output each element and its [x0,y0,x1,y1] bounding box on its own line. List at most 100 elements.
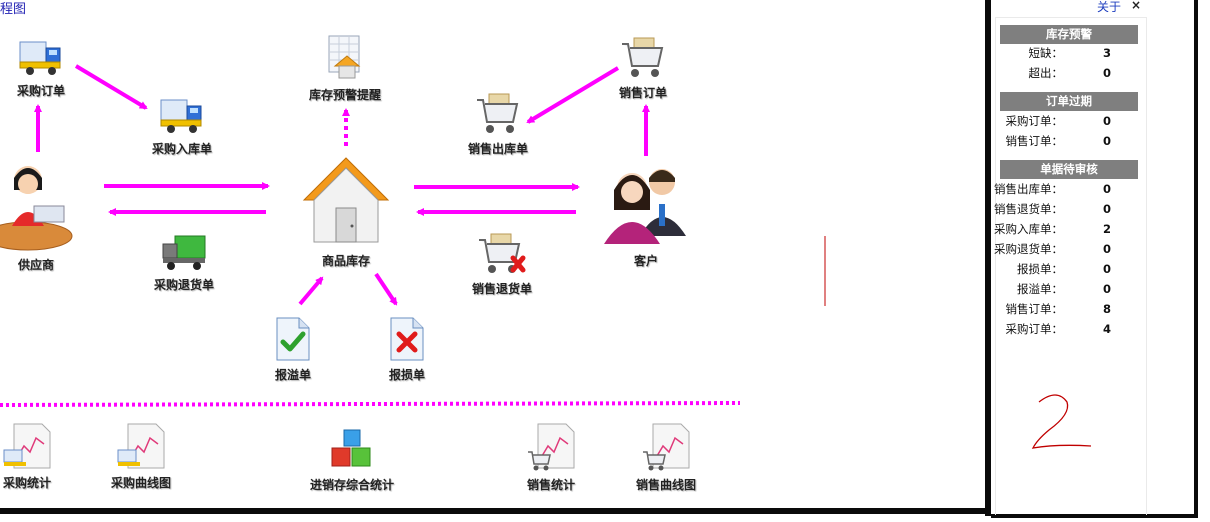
purchase-stats-node[interactable]: 采购统计 [0,422,60,491]
sales-return-node[interactable]: 销售退货单 [464,232,540,297]
green-truck-icon [162,235,206,270]
row-pending-sales-out[interactable]: 销售出库单： 0 [991,180,1181,198]
purchase-order-node[interactable]: 采购订单 [6,36,76,99]
damage-node[interactable]: 报损单 [376,316,438,383]
overflow-label: 报溢单 [274,368,311,382]
purchase-stats-label: 采购统计 [2,476,51,490]
arrow-overflow-to-warehouse [298,276,324,306]
purchase-order-label: 采购订单 [16,84,65,98]
arrow-salesorder-to-out [526,66,620,124]
row-value: 0 [1103,134,1112,148]
document-x-icon [390,317,424,361]
row-label: 采购入库单： [994,222,1063,236]
warehouse-node[interactable]: 商品库存 [296,150,396,269]
document-check-icon [276,317,310,361]
purchase-return-label: 采购退货单 [153,278,214,292]
row-pending-purchase-order[interactable]: 采购订单： 4 [991,320,1181,338]
about-link[interactable]: 关于 [1097,0,1122,14]
alert-sidebar: 关于 × 库存预警 短缺：3 超出：0 订单过期 采购订单：0 销售订单：0 单… [991,0,1194,515]
shopping-cart-icon [477,93,519,133]
stock-alert-node[interactable]: 库存预警提醒 [300,34,390,103]
close-icon[interactable]: × [1131,0,1142,12]
summary-label: 进销存综合统计 [309,478,394,492]
row-value: 0 [1103,202,1112,216]
row-label: 短缺： [1028,46,1064,60]
row-value: 4 [1103,322,1112,336]
warehouse-label: 商品库存 [321,254,370,268]
sidebar-content [995,17,1147,515]
row-value: 2 [1103,222,1112,236]
row-label: 采购退货单： [994,242,1063,256]
frame-border [1194,0,1198,518]
row-label: 销售订单： [1005,302,1064,316]
supplier-person-icon [0,166,73,251]
row-label: 销售出库单： [994,182,1063,196]
customer-people-icon [604,169,686,244]
purchase-in-node[interactable]: 采购入库单 [144,94,220,157]
sales-stats-label: 销售统计 [526,478,575,492]
row-value: 0 [1103,242,1112,256]
row-value: 3 [1103,46,1112,60]
frame-border [991,514,1198,518]
sales-order-label: 销售订单 [618,86,667,100]
overflow-node[interactable]: 报溢单 [262,316,324,383]
section-header-order-expired: 订单过期 [1000,92,1138,111]
row-value: 8 [1103,302,1112,316]
stock-alert-label: 库存预警提醒 [308,88,381,102]
sales-chart-icon [528,423,575,471]
arrow-order-to-in [74,64,148,110]
row-pending-overflow[interactable]: 报溢单： 0 [991,280,1181,298]
row-expired-sales-order: 销售订单： 0 [991,132,1181,150]
row-value: 0 [1103,262,1112,276]
house-icon [302,157,390,243]
sales-return-label: 销售退货单 [471,282,532,296]
row-expired-purchase-order: 采购订单：0 [991,112,1181,130]
arrow-warehouse-to-damage [374,272,398,306]
customer-label: 客户 [633,254,658,268]
purchase-return-node[interactable]: 采购退货单 [146,232,222,293]
cubes-icon [331,429,371,467]
truck-icon [19,41,61,75]
purchase-curve-icon [117,423,165,469]
sales-curve-node[interactable]: 销售曲线图 [628,422,704,493]
row-label: 采购订单： [1005,322,1064,336]
row-pending-purchase-return[interactable]: 采购退货单： 0 [991,240,1181,258]
row-pending-sales-order[interactable]: 销售订单： 8 [991,300,1181,318]
summary-node[interactable]: 进销存综合统计 [300,428,404,493]
row-label: 报溢单： [1017,282,1063,296]
row-label: 销售订单： [1005,134,1064,148]
panel-title: 程图 [0,2,27,17]
row-pending-sales-return[interactable]: 销售退货单： 0 [991,200,1181,218]
frame-border [0,508,991,514]
row-label: 超出： [1028,66,1064,80]
supplier-label: 供应商 [17,258,54,272]
row-label: 销售退货单： [994,202,1063,216]
supplier-node[interactable]: 供应商 [0,160,78,273]
sales-curve-label: 销售曲线图 [635,478,696,492]
customer-node[interactable]: 客户 [596,160,696,269]
row-value: 0 [1103,182,1112,196]
frame-border [985,0,991,516]
sales-order-node[interactable]: 销售订单 [610,36,676,101]
purchase-curve-label: 采购曲线图 [110,476,171,490]
row-pending-purchase-in[interactable]: 采购入库单： 2 [991,220,1181,238]
row-value: 0 [1103,66,1112,80]
row-value: 0 [1103,114,1112,128]
row-shortage: 短缺： 3 [991,44,1181,62]
spreadsheet-house-icon [328,35,361,79]
dotted-divider [0,401,741,407]
purchase-curve-node[interactable]: 采购曲线图 [104,422,178,491]
handwritten-annotation [1031,394,1092,449]
flow-arrows [0,64,826,407]
row-label: 报损单： [1017,262,1063,276]
sales-out-node[interactable]: 销售出库单 [460,92,536,157]
sales-stats-node[interactable]: 销售统计 [516,422,586,493]
purchase-chart-icon [3,423,51,469]
row-pending-damage[interactable]: 报损单： 0 [991,260,1181,278]
purchase-in-label: 采购入库单 [151,142,212,156]
shopping-cart-icon [622,37,664,77]
row-value: 0 [1103,282,1112,296]
damage-label: 报损单 [388,368,425,382]
row-excess: 超出： 0 [991,64,1181,82]
section-header-stock-alert: 库存预警 [1000,25,1138,44]
